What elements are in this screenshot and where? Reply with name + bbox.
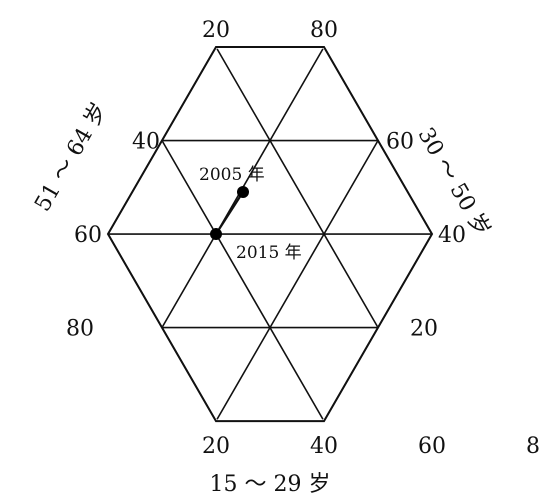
right-tick-60: 60 bbox=[386, 130, 414, 155]
bottom-tick-20: 20 bbox=[202, 434, 230, 459]
left-tick-60: 60 bbox=[74, 223, 102, 248]
point-2005 bbox=[237, 185, 249, 198]
bottom-tick-60: 60 bbox=[418, 434, 446, 459]
right-tick-20: 20 bbox=[410, 317, 438, 342]
left-tick-80: 80 bbox=[66, 317, 94, 342]
hexagon-outline bbox=[106, 46, 434, 423]
right-tick-40: 40 bbox=[438, 223, 466, 248]
left-tick-40: 40 bbox=[132, 130, 160, 155]
axis-title-bottom: 15 ～ 29 岁 bbox=[210, 472, 331, 497]
grid-line-9 bbox=[216, 141, 379, 420]
point-label-2005: 2005 年 bbox=[199, 165, 265, 185]
grid-layer bbox=[107, 48, 433, 420]
point-label-2015: 2015 年 bbox=[236, 243, 302, 263]
grid-line-4 bbox=[161, 141, 324, 420]
axis-title-left: 51 ～ 64 岁 bbox=[30, 99, 112, 216]
point-2015 bbox=[210, 228, 222, 241]
grid-line-5 bbox=[216, 48, 379, 328]
trend-line bbox=[215, 191, 244, 235]
top-tick-20: 20 bbox=[202, 18, 230, 43]
top-tick-80: 80 bbox=[310, 18, 338, 43]
bottom-tick-80: 80 bbox=[526, 434, 539, 459]
bottom-tick-40: 40 bbox=[310, 434, 338, 459]
